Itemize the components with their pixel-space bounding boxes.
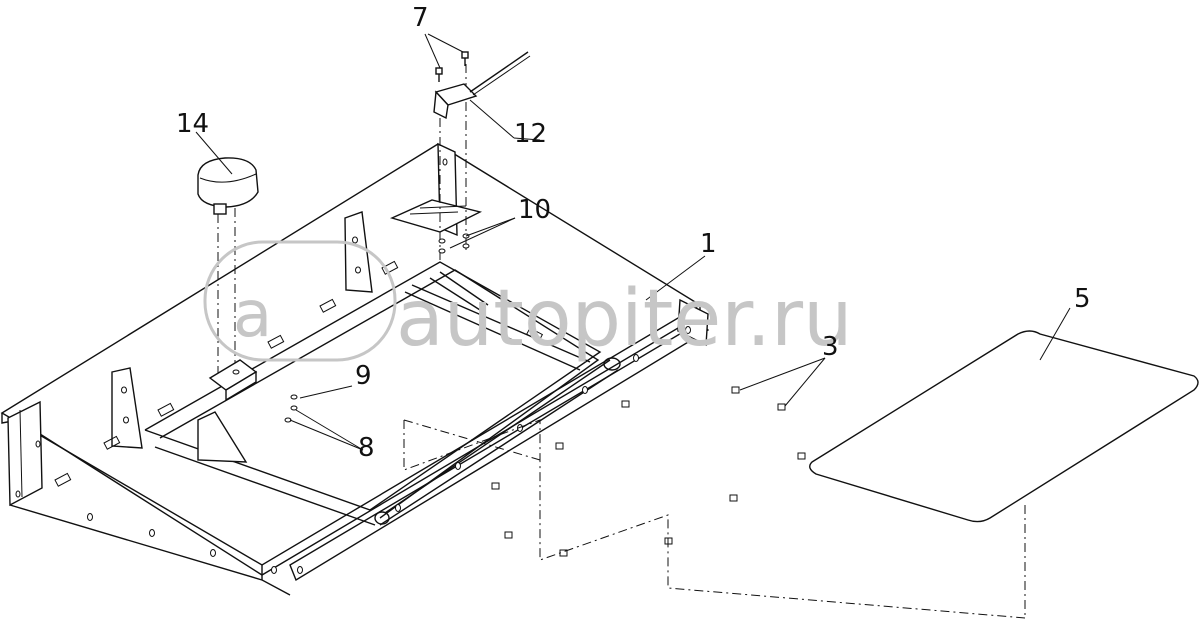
callout-14: 14 xyxy=(176,109,209,139)
watermark: a autopiter.ru xyxy=(203,240,853,364)
plate-part-10 xyxy=(389,64,483,262)
callout-10: 10 xyxy=(518,195,551,225)
callout-9: 9 xyxy=(355,361,372,391)
callout-5: 5 xyxy=(1074,284,1091,314)
callouts: 7 14 12 10 1 5 3 9 8 xyxy=(176,3,1091,463)
watermark-text: autopiter.ru xyxy=(396,274,853,364)
reservoir-part-14 xyxy=(197,157,259,380)
bracket-part-9 xyxy=(208,359,258,402)
leader-lines xyxy=(195,33,1071,451)
nuts xyxy=(284,233,470,423)
callout-12: 12 xyxy=(514,119,547,149)
callout-7: 7 xyxy=(412,3,429,33)
clips-part-3 xyxy=(403,386,1026,619)
bracket-part-12 xyxy=(433,51,531,120)
callout-1: 1 xyxy=(700,229,717,259)
bolts-part-7 xyxy=(435,51,469,82)
mat-part-5 xyxy=(809,330,1199,618)
callout-8: 8 xyxy=(358,433,375,463)
watermark-logo-letter: a xyxy=(233,278,272,352)
callout-3: 3 xyxy=(822,332,839,362)
